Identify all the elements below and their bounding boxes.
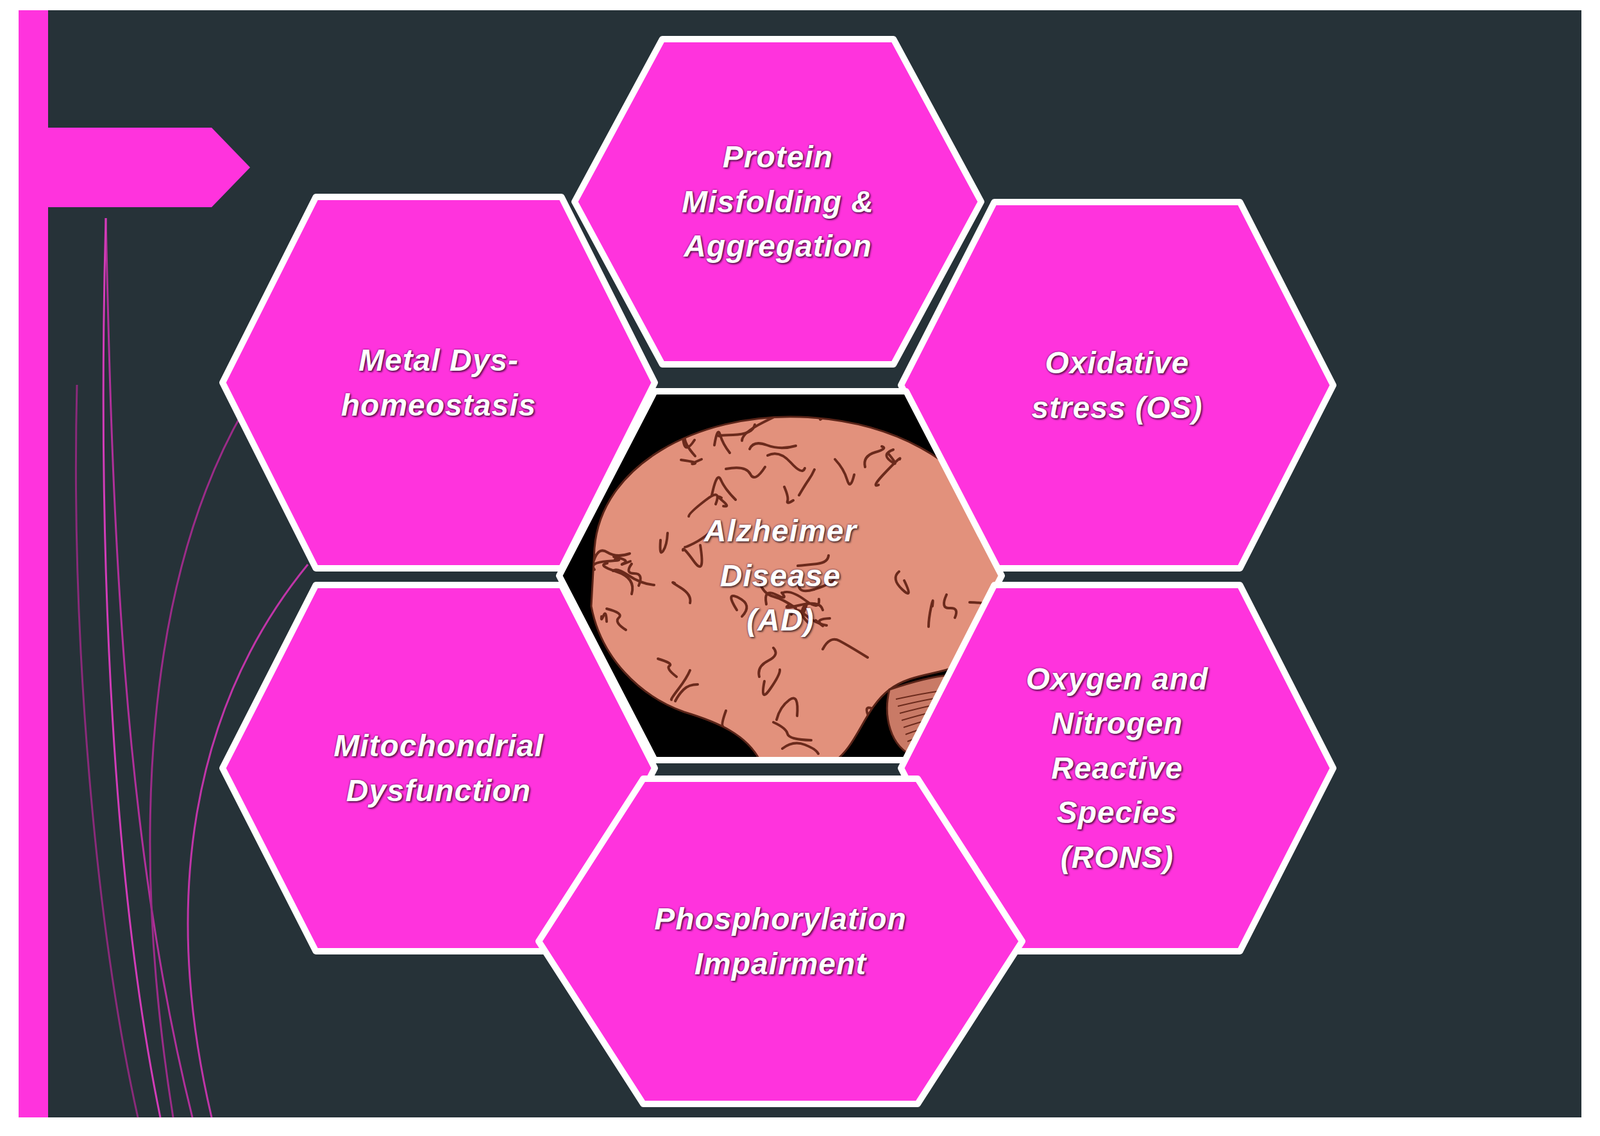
text-holder: Protein Misfolding & Aggregation (571, 35, 985, 368)
factor-label: Phosphorylation Impairment (626, 896, 935, 986)
factor-hexagon: Oxygen and Nitrogen Reactive Species (RO… (897, 581, 1337, 955)
text-holder: Oxygen and Nitrogen Reactive Species (RO… (897, 581, 1337, 955)
text-holder: Mitochondrial Dysfunction (219, 581, 658, 955)
hexagon-outline (535, 775, 1026, 1107)
factor-label: Mitochondrial Dysfunction (303, 723, 574, 813)
text-holder: Phosphorylation Impairment (535, 775, 1026, 1107)
factor-hexagon: Metal Dys- homeostasis (219, 193, 658, 572)
factor-hexagon: Phosphorylation Impairment (535, 775, 1026, 1107)
arrow-tab (48, 127, 251, 208)
factor-label: Metal Dys- homeostasis (341, 337, 537, 428)
factor-label: Oxidative stress (OS) (1008, 340, 1227, 430)
text-holder: Oxidative stress (OS) (897, 198, 1337, 572)
center-label: Alzheimer Disease (AD) (704, 508, 857, 643)
center-hexagon: Alzheimer Disease (AD) (555, 387, 1005, 764)
text-holder: Alzheimer Disease (AD) (555, 387, 1005, 764)
factor-hexagon: Oxidative stress (OS) (897, 198, 1337, 572)
side-bar (18, 10, 49, 1118)
factor-label: Protein Misfolding & Aggregation (649, 134, 907, 269)
factor-hexagon: Mitochondrial Dysfunction (219, 581, 658, 955)
dark-panel (18, 10, 1582, 1118)
text-holder: Metal Dys- homeostasis (219, 193, 658, 572)
factor-hexagon: Protein Misfolding & Aggregation (571, 35, 985, 368)
factor-label: Oxygen and Nitrogen Reactive Species (RO… (1017, 656, 1217, 880)
